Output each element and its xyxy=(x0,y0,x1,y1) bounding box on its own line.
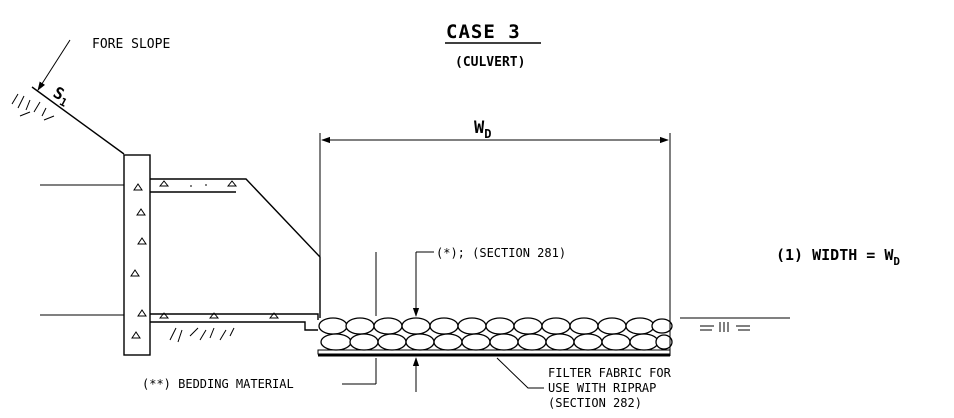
width-note: (1) WIDTH = WD xyxy=(776,246,900,268)
bedding-note: (**) BEDDING MATERIAL xyxy=(142,377,294,391)
width-symbol: W xyxy=(474,118,485,138)
filter-fabric-layer xyxy=(318,354,670,357)
width-note-subscript: D xyxy=(893,255,900,268)
filter-note-line1: FILTER FABRIC FOR xyxy=(548,366,672,380)
fore-slope-line xyxy=(31,86,125,155)
riprap-note: (*); (SECTION 281) xyxy=(436,246,566,260)
headwall-aggregate xyxy=(130,183,147,339)
riprap-stones xyxy=(318,317,673,351)
fore-slope-label: FORE SLOPE xyxy=(92,37,170,52)
fore-slope-leader xyxy=(37,39,71,91)
filter-note-line3: (SECTION 282) xyxy=(548,396,642,410)
filter-note-leader xyxy=(496,357,544,389)
culvert-top-slab xyxy=(150,178,321,318)
slope-hatch xyxy=(11,93,55,121)
downstream-hatch xyxy=(700,322,750,332)
slab-aggregate xyxy=(158,180,238,187)
filter-note-line2: USE WITH RIPRAP xyxy=(548,381,656,395)
culvert-bottom-slab xyxy=(150,313,319,331)
case-title: CASE 3 xyxy=(446,21,521,43)
headwall xyxy=(123,154,151,356)
culvert-floor-hatch xyxy=(169,327,235,343)
slope-label: S1 xyxy=(49,83,74,110)
width-note-prefix: (1) WIDTH = W xyxy=(776,246,894,264)
bottom-slab-aggregate xyxy=(158,312,280,319)
width-dimension-label: WD xyxy=(474,118,491,141)
case-subtitle: (CULVERT) xyxy=(455,55,525,70)
width-subscript: D xyxy=(484,127,491,141)
